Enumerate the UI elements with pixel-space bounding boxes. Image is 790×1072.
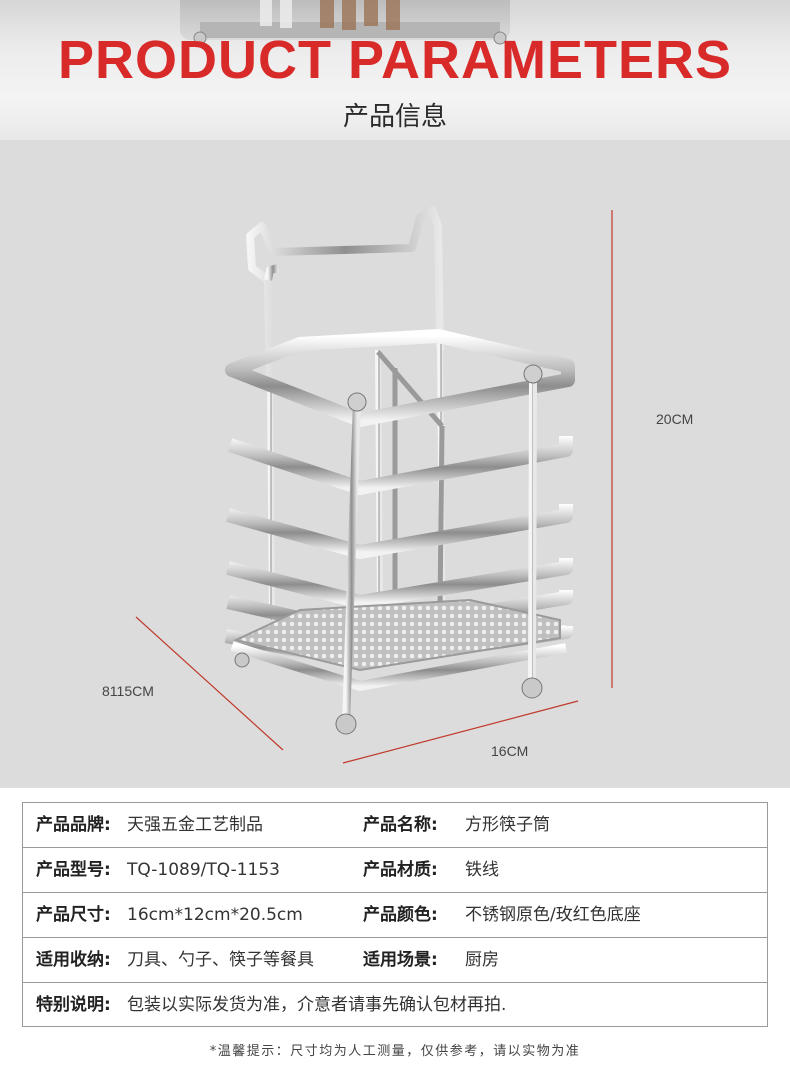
header-product-photo bbox=[180, 0, 510, 45]
color-value: 不锈钢原色/玫红色底座 bbox=[465, 905, 641, 925]
ball-foot bbox=[335, 713, 357, 735]
brand-label: 产品品牌: bbox=[36, 815, 111, 835]
material-label: 产品材质: bbox=[363, 860, 438, 880]
ball-finial bbox=[347, 392, 367, 412]
usage-value: 刀具、勺子、筷子等餐具 bbox=[127, 950, 314, 970]
header-banner: PRODUCT PARAMETERS 产品信息 bbox=[0, 0, 790, 140]
header-subtitle: 产品信息 bbox=[342, 102, 447, 132]
material-value: 铁线 bbox=[465, 860, 499, 880]
width-dimension-label: 16CM bbox=[491, 743, 529, 759]
front-posts bbox=[234, 364, 543, 735]
product-name-value: 方形筷子筒 bbox=[465, 815, 550, 835]
ball-finial bbox=[523, 364, 543, 384]
spec-table: 产品品牌: 天强五金工艺制品 产品名称: 方形筷子筒 产品型号: TQ-1089… bbox=[22, 802, 768, 1027]
height-dimension-label: 20CM bbox=[656, 411, 694, 427]
header-title: PRODUCT PARAMETERS bbox=[57, 30, 732, 90]
spec-row: 产品型号: TQ-1089/TQ-1153 产品材质: 铁线 bbox=[23, 848, 767, 893]
perforated-base bbox=[232, 598, 561, 672]
spec-row: 特别说明: 包装以实际发货为准，介意者请事先确认包材再拍. bbox=[23, 983, 767, 1028]
width-dimension-line bbox=[342, 700, 579, 764]
scene-label: 适用场景: bbox=[363, 950, 438, 970]
spec-row: 产品尺寸: 16cm*12cm*20.5cm 产品颜色: 不锈钢原色/玫红色底座 bbox=[23, 893, 767, 938]
ball-foot bbox=[234, 652, 250, 668]
spec-row: 适用收纳: 刀具、勺子、筷子等餐具 适用场景: 厨房 bbox=[23, 938, 767, 983]
size-value: 16cm*12cm*20.5cm bbox=[127, 905, 303, 925]
scene-value: 厨房 bbox=[465, 950, 499, 970]
footer-note: *温馨提示：尺寸均为人工测量，仅供参考，请以实物为准 bbox=[209, 1044, 581, 1059]
product-name-label: 产品名称: bbox=[363, 815, 438, 835]
model-value: TQ-1089/TQ-1153 bbox=[127, 860, 280, 880]
spec-row: 产品品牌: 天强五金工艺制品 产品名称: 方形筷子筒 bbox=[23, 803, 767, 848]
model-label: 产品型号: bbox=[36, 860, 111, 880]
product-photo-panel: 20CM 8115CM 16CM bbox=[0, 140, 790, 788]
depth-dimension-line bbox=[135, 616, 284, 751]
depth-dimension-label: 8115CM bbox=[102, 683, 154, 699]
ball-foot bbox=[521, 677, 543, 699]
usage-label: 适用收纳: bbox=[36, 950, 111, 970]
size-label: 产品尺寸: bbox=[36, 905, 111, 925]
special-note-label: 特别说明: bbox=[36, 995, 111, 1015]
product-illustration bbox=[135, 206, 613, 764]
special-note-value: 包装以实际发货为准，介意者请事先确认包材再拍. bbox=[127, 995, 507, 1015]
hanging-hook bbox=[246, 206, 444, 391]
color-label: 产品颜色: bbox=[363, 905, 438, 925]
brand-value: 天强五金工艺制品 bbox=[127, 815, 263, 835]
